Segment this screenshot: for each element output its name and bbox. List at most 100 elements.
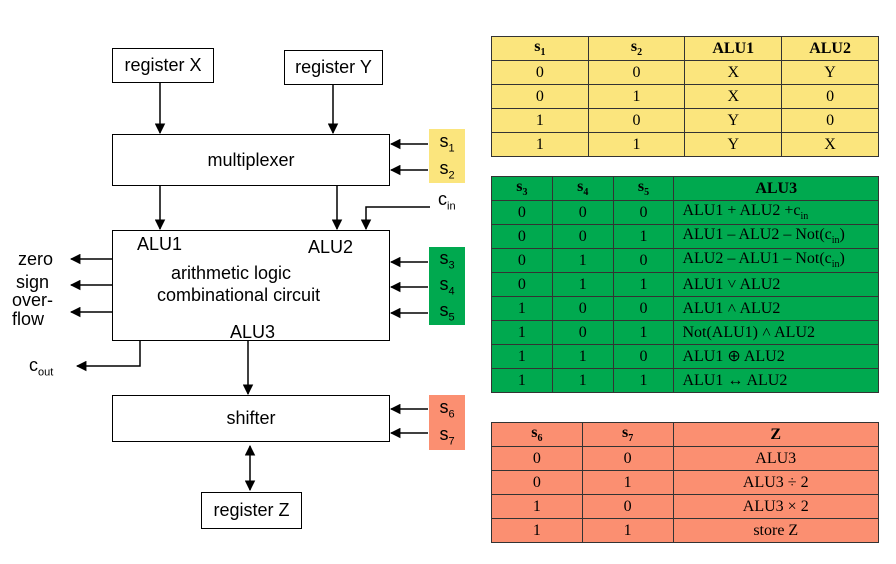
table-header-cell: s5 xyxy=(612,176,675,201)
signal-s1: s1 xyxy=(439,130,455,155)
table-header-cell: ALU3 xyxy=(673,176,879,201)
table-cell: Y xyxy=(684,108,783,133)
signal-s7: s7 xyxy=(439,424,455,449)
table-cell: store Z xyxy=(672,518,879,543)
flag-overflow-label-1: over- xyxy=(12,290,54,310)
alu-box xyxy=(112,230,390,341)
table-cell: 1 xyxy=(491,344,553,369)
table-header-cell: ALU1 xyxy=(684,36,783,61)
table-header-cell: Z xyxy=(672,422,879,447)
table-cell: 0 xyxy=(491,84,589,109)
table-cell: ALU1 ⊕ ALU2 xyxy=(673,344,879,369)
table-cell: ALU1 ˄ ALU2 xyxy=(673,296,879,321)
table-cell: 1 xyxy=(612,272,675,297)
table-cell: 1 xyxy=(491,368,553,393)
table-cell: 0 xyxy=(491,224,553,249)
table-cell: 0 xyxy=(612,248,675,273)
table-cell: ALU1 ˅ ALU2 xyxy=(673,272,879,297)
table-header-cell: s2 xyxy=(587,36,686,61)
table-cell: ALU3 ÷ 2 xyxy=(672,470,879,495)
table-cell: 0 xyxy=(551,320,614,345)
table-cell: 1 xyxy=(612,320,675,345)
signal-s6: s6 xyxy=(439,396,455,421)
table-cell: 1 xyxy=(491,494,583,519)
table-cell: 0 xyxy=(612,344,675,369)
signal-s5: s5 xyxy=(439,300,455,324)
register-x-label: register X xyxy=(124,55,202,75)
register-z-label: register Z xyxy=(213,500,290,520)
alu3-output-label: ALU3 xyxy=(230,322,276,342)
signal-s4: s4 xyxy=(439,274,455,298)
flag-zero-label: zero xyxy=(18,249,54,269)
register-x-box: register X xyxy=(112,48,214,83)
register-y-box: register Y xyxy=(284,50,383,85)
table-cell: 0 xyxy=(612,200,675,225)
alu-title-line1: arithmetic logic xyxy=(171,263,292,283)
signal-s2: s2 xyxy=(439,157,455,182)
table-cell: 0 xyxy=(781,84,879,109)
table-cell: ALU3 xyxy=(672,446,879,471)
table-header-cell: s1 xyxy=(491,36,589,61)
table-cell: Y xyxy=(684,132,783,157)
table-cell: 0 xyxy=(781,108,879,133)
table-cell: 1 xyxy=(551,248,614,273)
table-cell: 0 xyxy=(581,494,674,519)
table-cell: 0 xyxy=(581,446,674,471)
table-cell: 1 xyxy=(491,518,583,543)
shifter-box: shifter xyxy=(112,395,390,442)
cin-label: cin xyxy=(438,189,456,213)
table-cell: 1 xyxy=(551,344,614,369)
table-cell: 0 xyxy=(587,108,686,133)
table-cell: 0 xyxy=(491,60,589,85)
table-header-cell: s7 xyxy=(581,422,674,447)
table-cell: 1 xyxy=(491,132,589,157)
table-cell: 1 xyxy=(491,296,553,321)
table-cell: 0 xyxy=(491,200,553,225)
table-cell: ALU1 – ALU2 – Not(cin) xyxy=(673,224,879,249)
alu2-input-label: ALU2 xyxy=(308,237,354,257)
table-cell: 1 xyxy=(587,84,686,109)
table-cell: 1 xyxy=(612,368,675,393)
table-cell: 0 xyxy=(551,224,614,249)
shift-select-signals: s6 s7 xyxy=(429,395,465,450)
table-cell: X xyxy=(684,60,783,85)
table-cell: X xyxy=(684,84,783,109)
table-cell: 1 xyxy=(551,272,614,297)
table-cell: 0 xyxy=(491,470,583,495)
table-cell: ALU1 + ALU2 +cin xyxy=(673,200,879,225)
table-cell: 1 xyxy=(612,224,675,249)
table-cell: 0 xyxy=(551,296,614,321)
table-cell: 1 xyxy=(491,320,553,345)
mux-select-signals: s1 s2 xyxy=(429,129,465,183)
wire-cout xyxy=(75,341,141,372)
alu-select-signals: s3 s4 s5 xyxy=(429,247,465,325)
signal-s3: s3 xyxy=(439,248,455,272)
register-z-box: register Z xyxy=(201,492,302,529)
shifter-label: shifter xyxy=(226,408,276,428)
table-cell: 1 xyxy=(581,470,674,495)
table-cell: 0 xyxy=(491,446,583,471)
alu1-input-label: ALU1 xyxy=(137,234,183,254)
table-header-cell: s3 xyxy=(491,176,553,201)
multiplexer-box: multiplexer xyxy=(112,134,390,186)
table-cell: 1 xyxy=(551,368,614,393)
cout-label: cout xyxy=(29,355,54,379)
flag-overflow-label-2: flow xyxy=(12,309,45,329)
